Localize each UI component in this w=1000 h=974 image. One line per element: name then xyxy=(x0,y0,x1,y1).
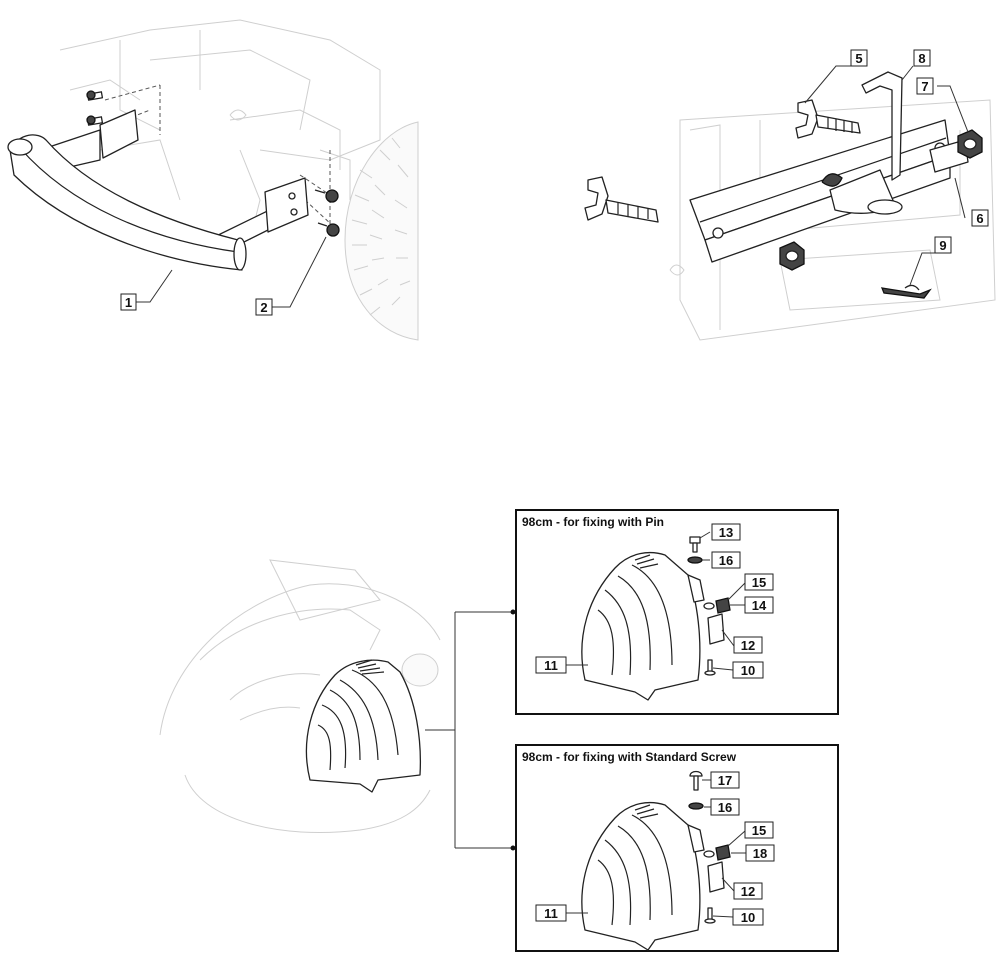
callout-7: 7 xyxy=(916,77,934,95)
svg-text:15: 15 xyxy=(752,823,766,838)
svg-text:14: 14 xyxy=(752,598,767,613)
screw-fixing-panel: 98cm - for fixing with Standard Screw xyxy=(515,744,839,952)
svg-text:1: 1 xyxy=(125,295,132,310)
pin-panel-title: 98cm - for fixing with Pin xyxy=(522,515,664,529)
screw-panel-title: 98cm - for fixing with Standard Screw xyxy=(522,750,737,764)
callout-12-pin: 12 xyxy=(733,636,763,654)
bumper-assembly-illustration xyxy=(7,19,419,341)
callout-11-pin: 11 xyxy=(535,656,567,674)
svg-text:10: 10 xyxy=(741,663,755,678)
callout-10-screw: 10 xyxy=(732,908,764,926)
callout-16-pin: 16 xyxy=(711,551,741,569)
callout-8: 8 xyxy=(913,49,931,67)
hitch-assembly-illustration xyxy=(584,65,996,341)
svg-text:7: 7 xyxy=(921,79,928,94)
callout-16-screw: 16 xyxy=(710,798,740,816)
svg-text:12: 12 xyxy=(741,884,755,899)
svg-text:16: 16 xyxy=(718,800,732,815)
svg-text:9: 9 xyxy=(939,238,946,253)
pin-fixing-panel: 98cm - for fixing with Pin xyxy=(515,509,839,715)
svg-text:17: 17 xyxy=(718,773,732,788)
svg-text:13: 13 xyxy=(719,525,733,540)
callout-15-screw: 15 xyxy=(744,821,774,839)
svg-text:11: 11 xyxy=(544,658,558,673)
svg-text:11: 11 xyxy=(544,906,558,921)
callout-2: 2 xyxy=(255,298,273,316)
svg-text:10: 10 xyxy=(741,910,755,925)
callout-5: 5 xyxy=(850,49,868,67)
svg-text:16: 16 xyxy=(719,553,733,568)
callout-17: 17 xyxy=(710,771,740,789)
callout-13: 13 xyxy=(711,523,741,541)
deck-guard-illustration xyxy=(159,559,516,851)
svg-text:6: 6 xyxy=(976,211,983,226)
callout-12-screw: 12 xyxy=(733,882,763,900)
callout-11-screw: 11 xyxy=(535,904,567,922)
callout-9: 9 xyxy=(934,236,952,254)
svg-text:15: 15 xyxy=(752,575,766,590)
callout-18: 18 xyxy=(745,844,775,862)
svg-text:12: 12 xyxy=(741,638,755,653)
callout-1: 1 xyxy=(120,293,137,311)
callout-6: 6 xyxy=(971,209,989,227)
callout-15-pin: 15 xyxy=(744,573,774,591)
svg-text:5: 5 xyxy=(855,51,862,66)
callout-10-pin: 10 xyxy=(732,661,764,679)
svg-text:2: 2 xyxy=(260,300,267,315)
svg-text:8: 8 xyxy=(918,51,925,66)
callout-14: 14 xyxy=(744,596,774,614)
svg-text:18: 18 xyxy=(753,846,767,861)
